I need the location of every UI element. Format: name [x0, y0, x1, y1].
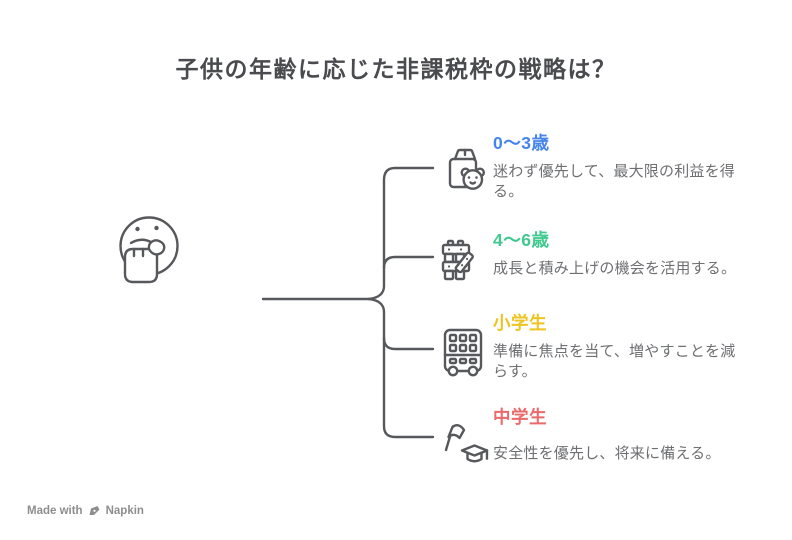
item-description: 迷わず優先して、最大限の利益を得る。 [493, 163, 736, 200]
item-label: 中学生 [493, 407, 547, 427]
napkin-pen-icon [88, 504, 101, 517]
watermark-made-with: Made with [27, 504, 83, 517]
thinking-face-icon [103, 202, 198, 312]
watermark-brand: Napkin [105, 504, 144, 517]
item-label: 4〜6歳 [493, 230, 550, 250]
baby-bag-icon [443, 147, 487, 198]
watermark: Made with Napkin [27, 504, 144, 517]
page-title: 子供の年齢に応じた非課税枠の戦略は？ [175, 56, 617, 82]
school-bus-icon [441, 328, 485, 383]
item-description: 安全性を優先し、将来に備える。 [493, 445, 721, 462]
item-label: 小学生 [493, 313, 547, 333]
item-description: 準備に焦点を当て、増やすことを減らす。 [493, 343, 736, 380]
item-label: 0〜3歳 [493, 133, 550, 153]
graduation-cap-icon [439, 423, 489, 474]
item-description: 成長と積み上げの機会を活用する。 [493, 260, 737, 277]
building-blocks-icon [440, 238, 486, 289]
